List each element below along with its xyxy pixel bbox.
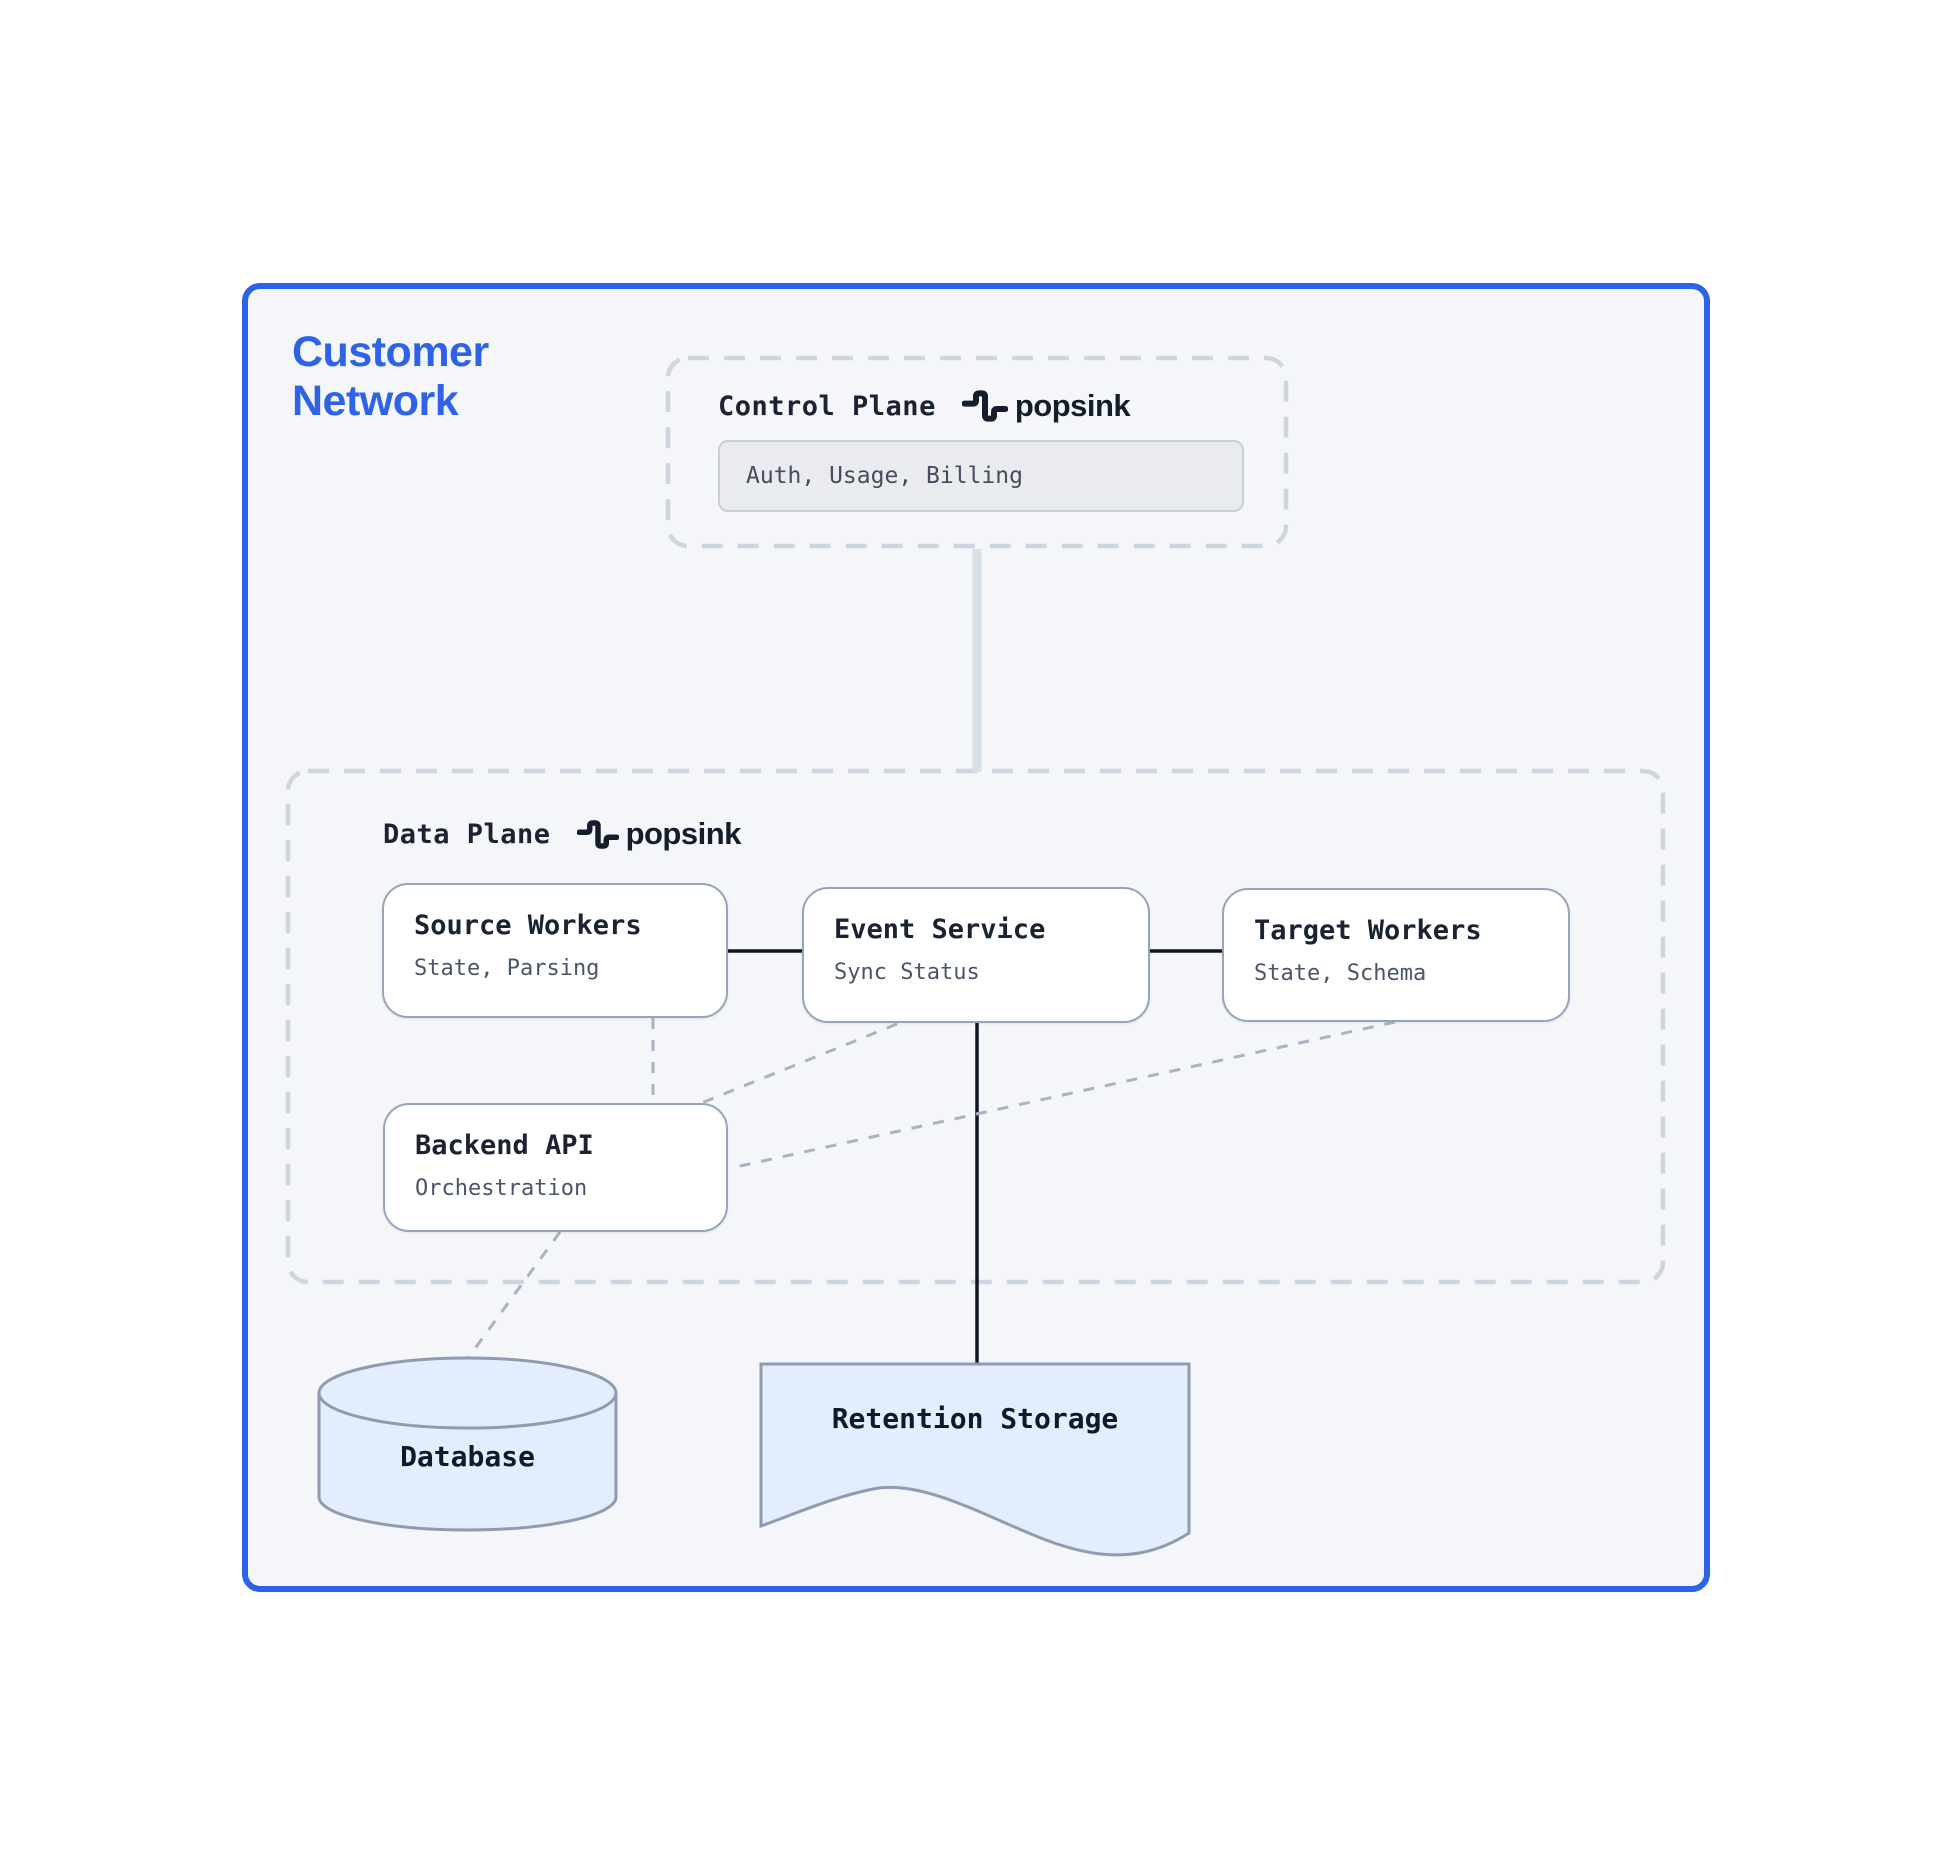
popsink-pulse-icon	[961, 390, 1008, 422]
auth-usage-billing-chip: Auth, Usage, Billing	[718, 440, 1244, 512]
data-plane-label: Data Plane popsink	[383, 816, 741, 852]
popsink-logo: popsink	[576, 816, 742, 852]
node-subtitle: Orchestration	[415, 1176, 588, 1201]
database-cylinder	[317, 1356, 618, 1532]
node-source-workers: Source Workers State, Parsing	[382, 883, 728, 1018]
target-backend-dashed-link	[730, 1020, 1396, 1170]
node-subtitle: Sync Status	[834, 960, 980, 985]
retention-storage-shape	[759, 1362, 1191, 1557]
node-title: Event Service	[834, 914, 1046, 945]
node-title: Backend API	[415, 1130, 594, 1161]
event-backend-dashed-link	[698, 1022, 898, 1106]
control-plane-title: Control Plane	[718, 390, 936, 422]
node-backend-api: Backend API Orchestration	[383, 1103, 728, 1232]
popsink-wordmark: popsink	[1014, 388, 1131, 423]
data-plane-title: Data Plane	[383, 818, 551, 850]
node-event-service: Event Service Sync Status	[802, 887, 1150, 1023]
node-target-workers: Target Workers State, Schema	[1222, 888, 1570, 1022]
database-label: Database	[400, 1440, 535, 1473]
backend-database-dashed-link	[466, 1231, 562, 1359]
control-plane-label: Control Plane popsink	[718, 388, 1131, 424]
retention-storage-label: Retention Storage	[831, 1402, 1119, 1435]
popsink-pulse-icon	[576, 819, 619, 849]
node-subtitle: State, Parsing	[414, 956, 600, 981]
customer-network-title: Customer Network	[292, 328, 489, 425]
popsink-logo: popsink	[961, 388, 1131, 424]
node-title: Target Workers	[1254, 915, 1482, 946]
control-plane-box	[665, 355, 1289, 549]
node-subtitle: State, Schema	[1254, 961, 1427, 986]
node-title: Source Workers	[414, 910, 642, 941]
popsink-wordmark: popsink	[625, 816, 742, 851]
